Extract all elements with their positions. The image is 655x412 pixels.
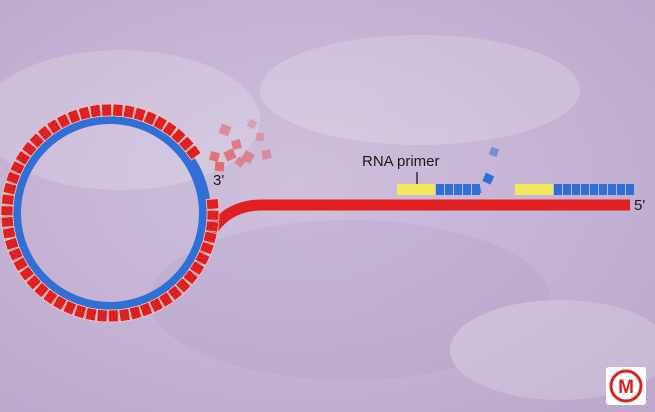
- free-nucleotide: [234, 156, 246, 168]
- three-prime-label: 3': [213, 172, 224, 189]
- loose-nucleotide: [488, 146, 500, 158]
- m-logo-icon: M: [606, 367, 646, 405]
- dna-nucleotide-block: [626, 184, 634, 195]
- red-nucleotide-segment: [152, 114, 169, 132]
- red-nucleotide-segment: [3, 236, 20, 251]
- red-nucleotide-segment: [9, 160, 26, 176]
- red-nucleotide-segment: [36, 124, 54, 142]
- rna-primer-segment: [515, 184, 553, 195]
- five-prime-label: 5': [634, 197, 645, 214]
- circular-dna: [0, 103, 220, 323]
- red-nucleotide-segment: [0, 193, 15, 206]
- circle-red-segments: [0, 103, 220, 323]
- red-nucleotide-segment: [157, 291, 174, 308]
- dna-nucleotide-block: [617, 184, 625, 195]
- free-nucleotide: [261, 149, 272, 160]
- red-nucleotide-segment: [205, 220, 220, 233]
- red-nucleotide-segment: [194, 250, 211, 266]
- free-nucleotide: [208, 150, 221, 163]
- red-nucleotide-segment: [62, 299, 78, 316]
- free-nucleotides: [208, 118, 272, 172]
- free-nucleotide: [246, 118, 258, 130]
- red-nucleotide-segment: [77, 105, 92, 121]
- red-nucleotide-segment: [46, 118, 63, 135]
- free-nucleotide: [241, 150, 255, 164]
- red-nucleotide-segment: [132, 106, 147, 123]
- red-nucleotide-segment: [18, 265, 36, 282]
- red-nucleotide-segment: [12, 256, 29, 273]
- red-nucleotide-segment: [205, 198, 220, 211]
- red-nucleotide-segment: [96, 308, 109, 323]
- dna-nucleotide-block: [554, 184, 562, 195]
- red-nucleotide-segment: [202, 230, 218, 245]
- red-nucleotide-segment: [21, 140, 38, 158]
- circle-blue-strand: [9, 112, 211, 314]
- red-nucleotide-segment: [84, 307, 98, 322]
- red-nucleotide-segment: [182, 268, 199, 286]
- dna-nucleotide-block: [590, 184, 598, 195]
- loose-nucleotide: [482, 172, 495, 185]
- red-nucleotide-segment: [66, 108, 82, 125]
- red-nucleotide-segment: [184, 144, 202, 161]
- red-nucleotide-segment: [101, 103, 113, 117]
- dna-nucleotide-block: [463, 184, 471, 195]
- red-nucleotide-segment: [177, 135, 195, 153]
- red-nucleotide-segment: [1, 226, 17, 240]
- red-nucleotide-segment: [7, 246, 24, 262]
- red-nucleotide-segment: [111, 103, 124, 118]
- dna-nucleotide-block: [454, 184, 462, 195]
- red-nucleotide-segment: [0, 215, 15, 228]
- dna-fragment-blocks: [436, 184, 480, 195]
- red-nucleotide-segment: [56, 112, 72, 130]
- dna-fragment-blocks: [554, 184, 634, 195]
- red-nucleotide-segment: [138, 301, 154, 318]
- dna-nucleotide-block: [436, 184, 444, 195]
- red-nucleotide-segment: [73, 303, 88, 320]
- free-nucleotide: [214, 161, 225, 172]
- logo-letter: M: [618, 377, 634, 398]
- red-nucleotide-segment: [51, 294, 68, 312]
- dna-nucleotide-block: [572, 184, 580, 195]
- red-nucleotide-segment: [122, 104, 136, 119]
- red-nucleotide-segment: [188, 260, 206, 276]
- red-nucleotide-segment: [166, 284, 184, 302]
- red-nucleotide-segment: [128, 305, 143, 321]
- dna-nucleotide-block: [599, 184, 607, 195]
- red-nucleotide-segment: [42, 288, 59, 306]
- red-nucleotide-segment: [33, 281, 50, 299]
- dna-nucleotide-block: [608, 184, 616, 195]
- red-nucleotide-segment: [89, 103, 102, 119]
- dna-nucleotide-block: [563, 184, 571, 195]
- dna-nucleotide-block: [581, 184, 589, 195]
- red-nucleotide-segment: [25, 273, 43, 291]
- red-nucleotide-segment: [28, 132, 46, 149]
- red-nucleotide-segment: [118, 307, 131, 323]
- red-nucleotide-segment: [161, 120, 178, 138]
- red-nucleotide-segment: [199, 240, 215, 256]
- red-nucleotide-segment: [14, 150, 32, 166]
- red-nucleotide-segment: [107, 309, 119, 323]
- red-nucleotide-segment: [5, 170, 21, 186]
- red-nucleotide-segment: [148, 296, 164, 314]
- red-nucleotide-segment: [2, 181, 18, 196]
- red-nucleotide-segment: [0, 205, 14, 217]
- dna-nucleotide-block: [445, 184, 453, 195]
- free-nucleotide: [255, 132, 265, 142]
- red-nucleotide-segment: [174, 277, 192, 294]
- loose-nucleotide: [473, 186, 482, 195]
- free-nucleotide: [223, 148, 237, 162]
- red-nucleotide-segment: [206, 209, 220, 221]
- okazaki-fragment-2: [515, 184, 634, 195]
- free-nucleotide: [218, 123, 232, 137]
- free-nucleotide: [230, 138, 243, 151]
- red-nucleotide-segment: [170, 127, 187, 145]
- rna-primer-segment: [397, 184, 435, 195]
- okazaki-fragment-1: [397, 184, 480, 195]
- red-nucleotide-segment: [142, 110, 158, 127]
- rna-primer-label: RNA primer: [362, 153, 440, 170]
